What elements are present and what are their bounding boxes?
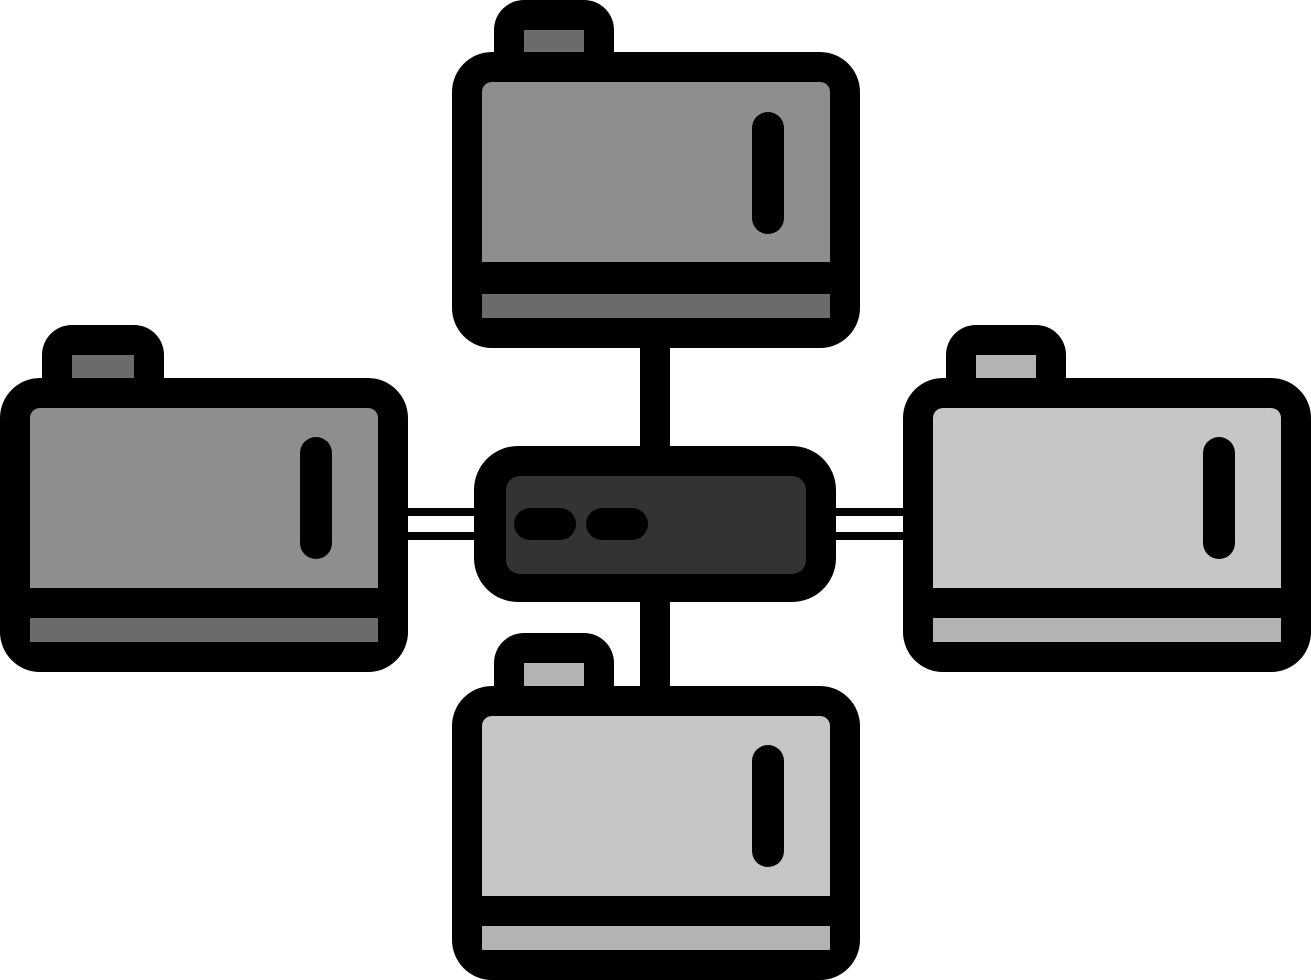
hub-indicator-1: [514, 508, 576, 540]
folder-node-top: [452, 0, 860, 348]
folder-node-bottom: [452, 633, 860, 980]
connector-bottom: [640, 590, 670, 700]
hub-indicator-2: [586, 508, 648, 540]
connector-top: [640, 330, 670, 460]
folder-node-right: [903, 325, 1311, 672]
folder-node-left: [0, 325, 408, 672]
hub-node: [474, 446, 836, 602]
